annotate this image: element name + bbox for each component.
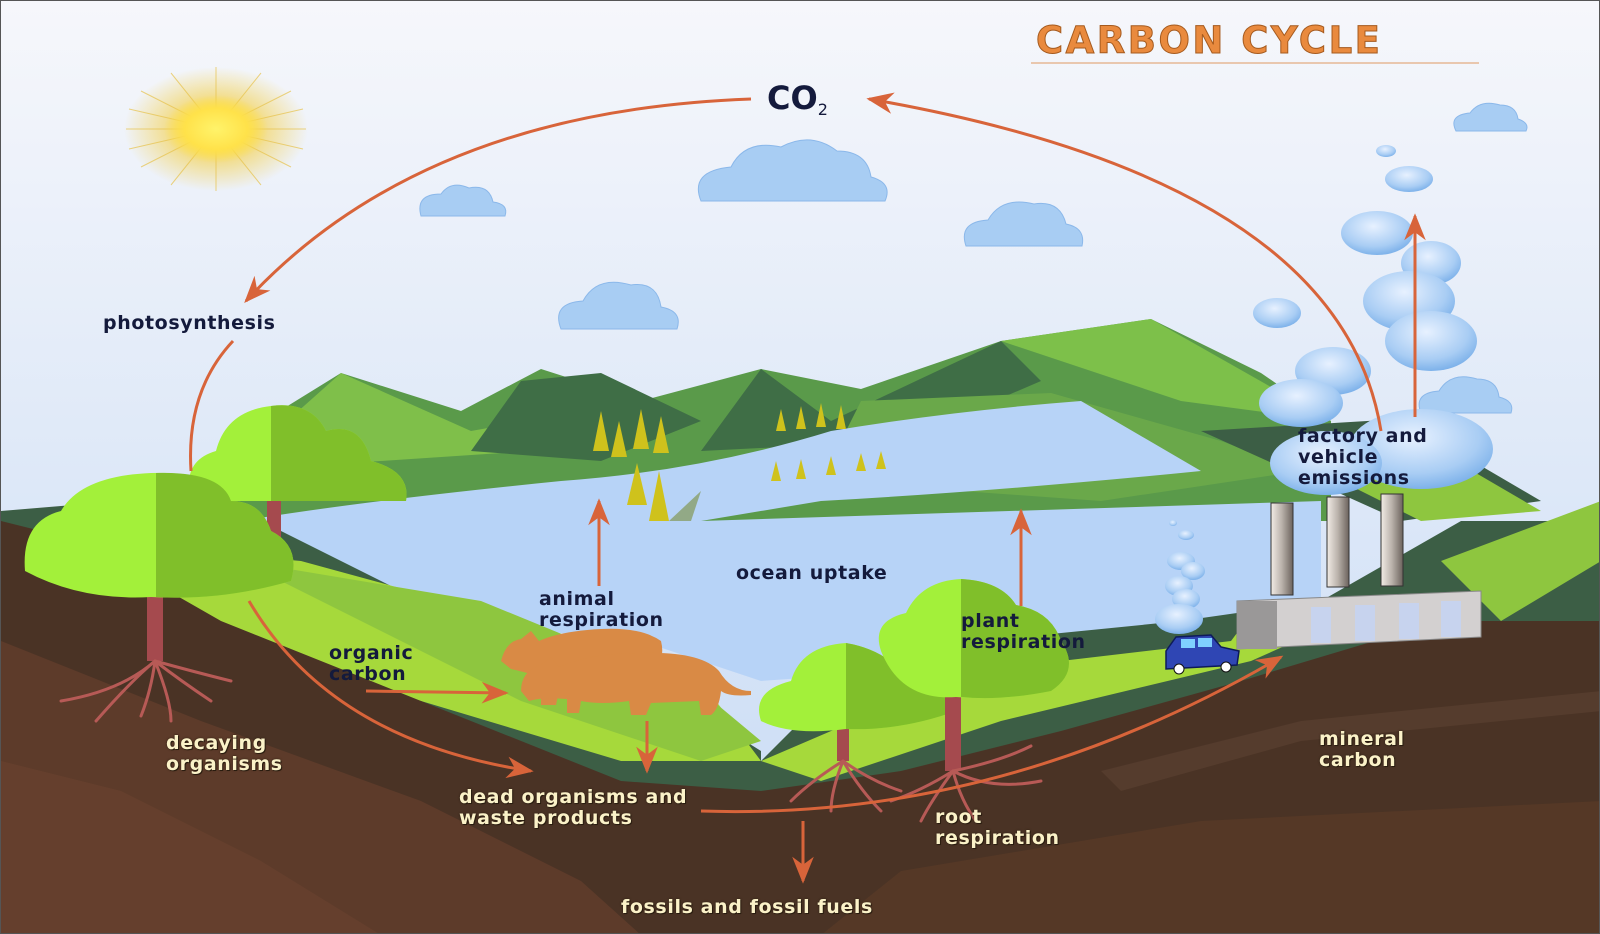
title-underline xyxy=(1031,62,1479,64)
co2-label: CO2 xyxy=(767,79,828,119)
label-fossils: fossils and fossil fuels xyxy=(621,896,873,918)
label-root-respiration: root respiration xyxy=(935,806,1060,849)
cow-icon xyxy=(501,628,751,715)
label-decaying-organisms: decaying organisms xyxy=(166,732,283,775)
ocean xyxy=(241,401,1321,681)
co2-subscript: 2 xyxy=(817,100,828,119)
label-factory-emissions: factory and vehicle emissions xyxy=(1298,425,1428,489)
emission-bubbles xyxy=(1155,145,1493,634)
label-dead-organisms: dead organisms and waste products xyxy=(459,786,688,829)
arrow-icon xyxy=(189,92,1426,884)
co2-molecule: CO xyxy=(767,79,818,117)
label-plant-respiration: plant respiration xyxy=(961,610,1086,653)
label-organic-carbon: organic carbon xyxy=(329,642,414,685)
sun-icon xyxy=(124,67,308,191)
soil-layers xyxy=(1,521,1599,933)
cloud-icon xyxy=(419,102,1528,414)
conifer-trees xyxy=(593,403,886,521)
label-ocean-uptake: ocean uptake xyxy=(736,562,888,584)
factory-icon xyxy=(1236,493,1482,650)
label-animal-respiration: animal respiration xyxy=(539,588,664,631)
label-photosynthesis: photosynthesis xyxy=(103,312,276,334)
tree-icon xyxy=(24,405,1069,771)
diagram-title: CARBON CYCLE xyxy=(1035,19,1383,63)
label-mineral-carbon: mineral carbon xyxy=(1319,728,1405,771)
car-icon xyxy=(1165,634,1240,675)
